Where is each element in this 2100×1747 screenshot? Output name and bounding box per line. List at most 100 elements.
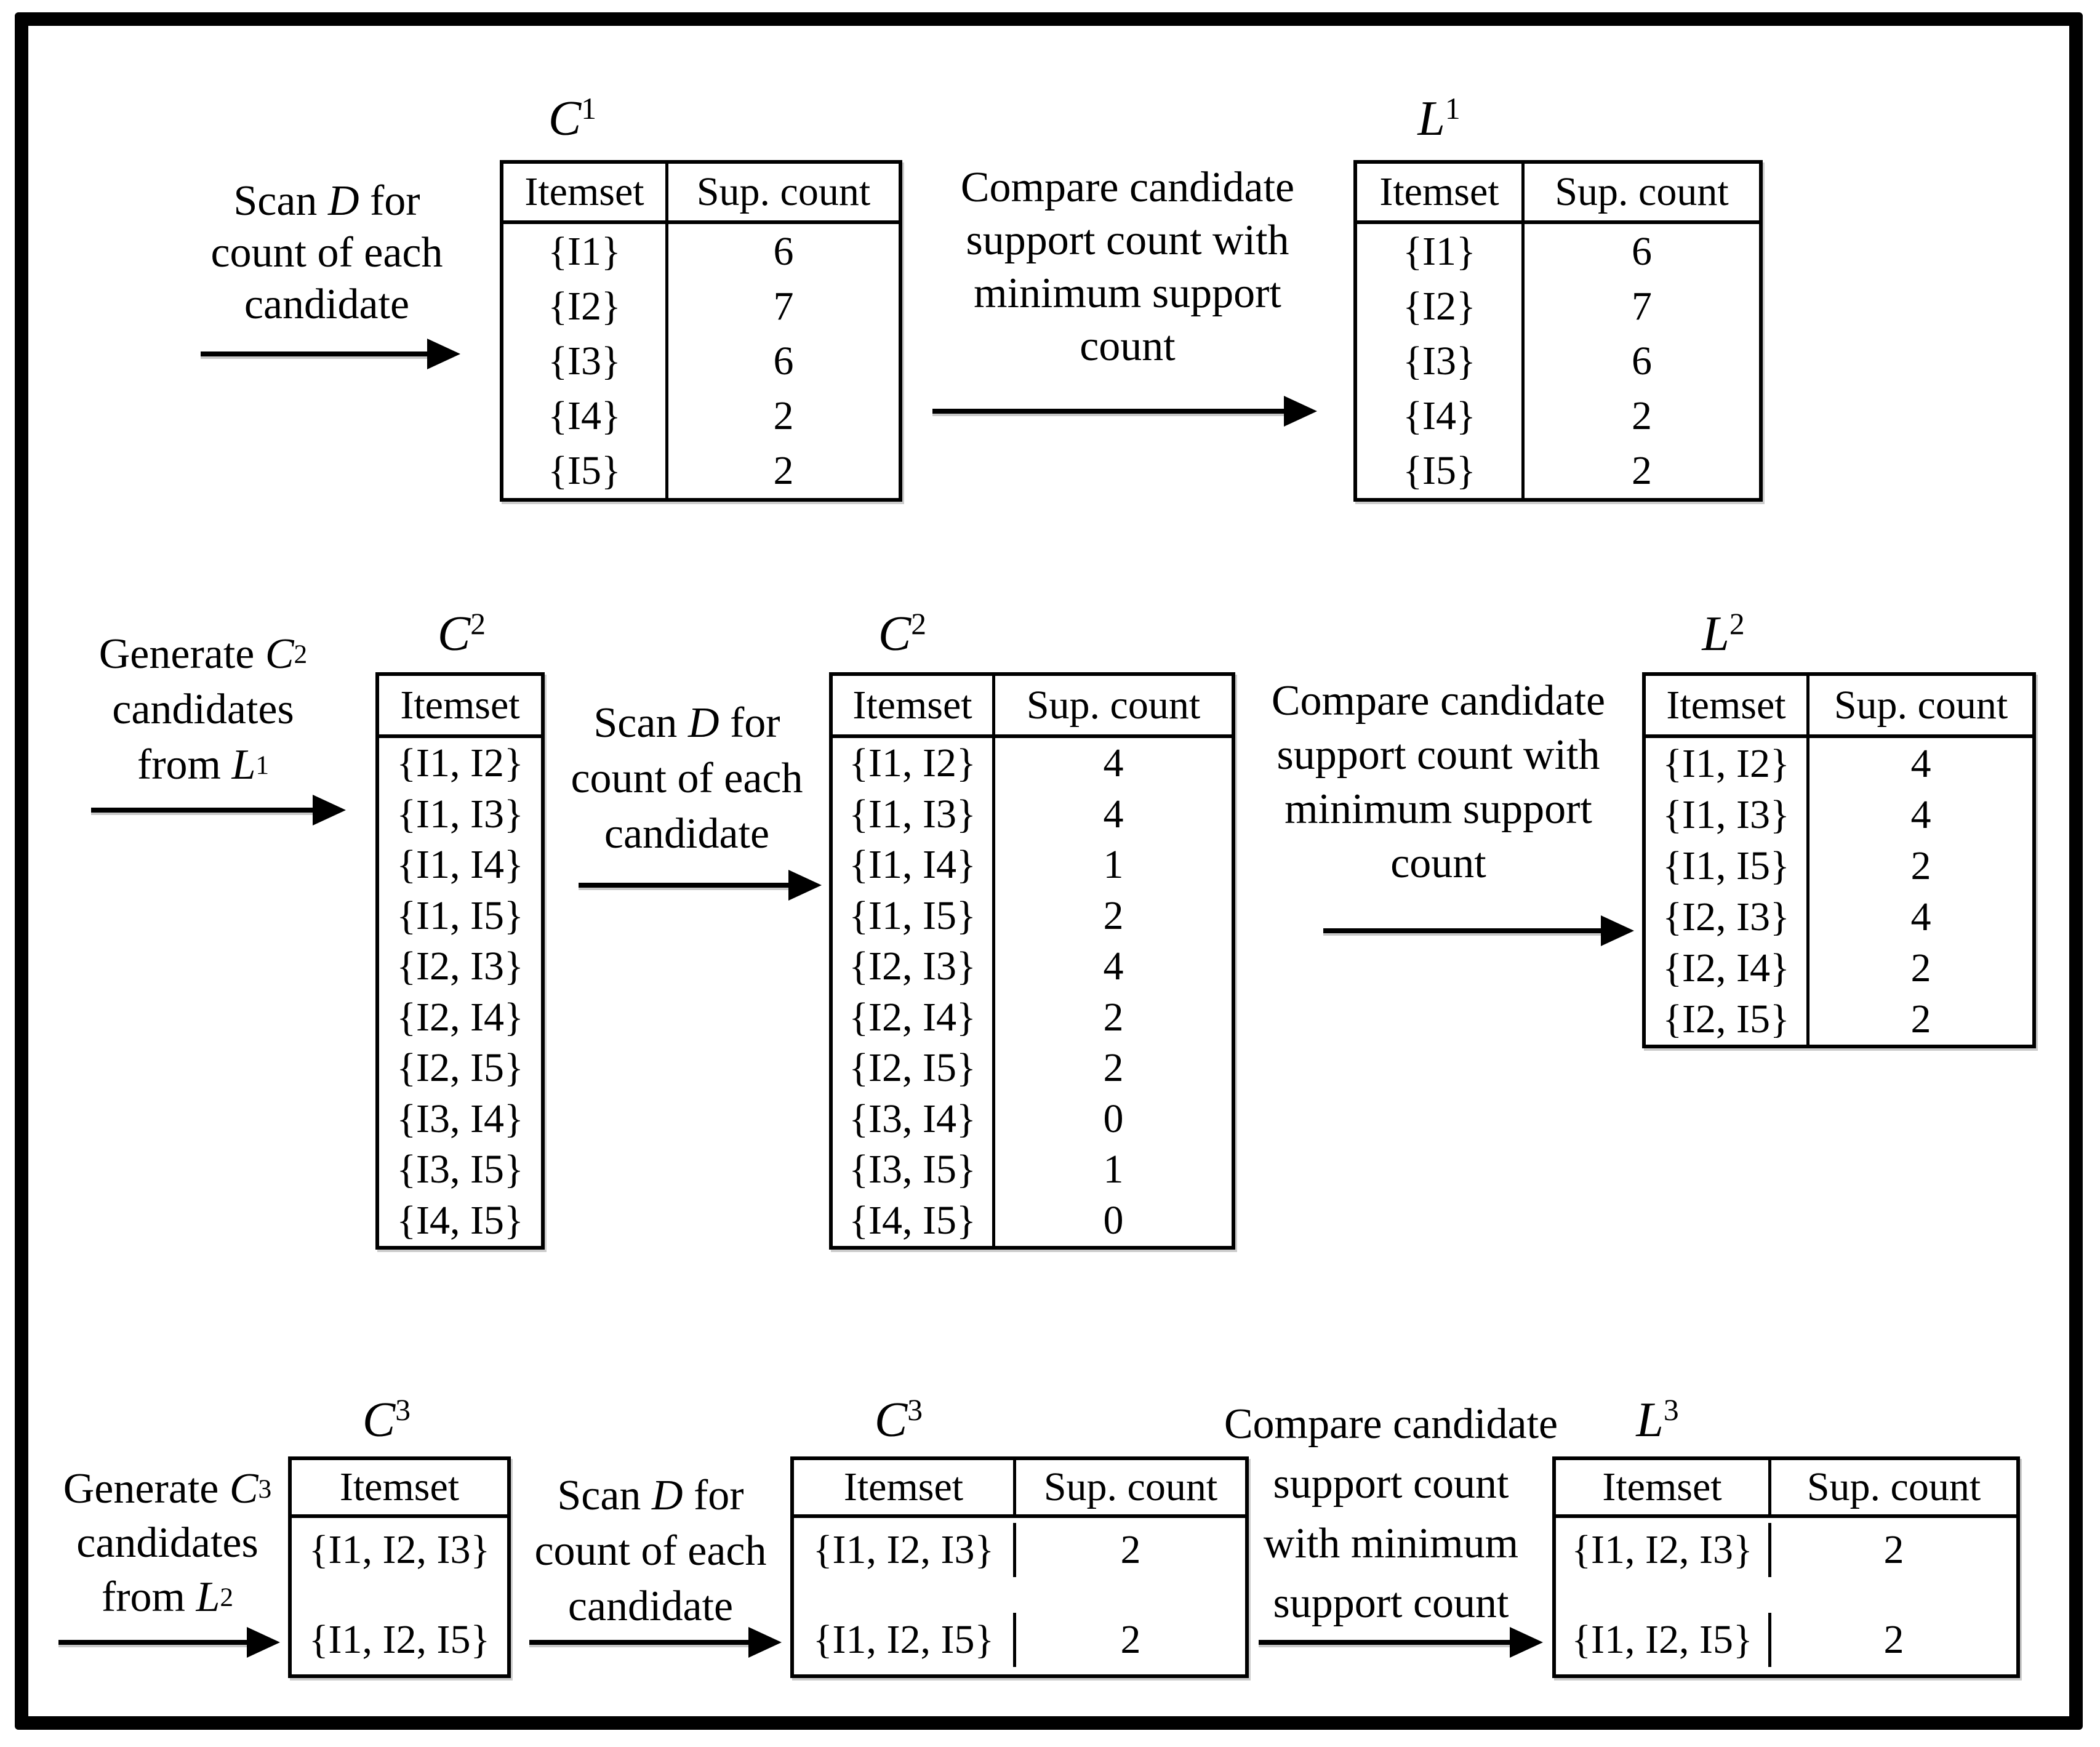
text-segment: 3 [1663, 1393, 1679, 1427]
itemset-cell: {I2, I4} [833, 992, 995, 1043]
text-segment: C [265, 630, 294, 678]
table-row: {I4, I5}0 [833, 1195, 1232, 1246]
table-row: {I3, I4} [379, 1094, 541, 1145]
table-row: {I3}6 [1357, 334, 1759, 388]
text-line: support count with [918, 214, 1337, 267]
text-line: candidate [503, 1579, 798, 1634]
itemset-cell: {I1, I2, I5} [794, 1613, 1016, 1667]
text-line: count of each [118, 227, 536, 279]
text-segment: for [719, 699, 780, 747]
column-header: Sup. count [1555, 169, 1729, 214]
text-segment: for [683, 1472, 744, 1519]
text-line: minimum support [1235, 782, 1641, 837]
table-row: {I1, I2, I3}2 [794, 1523, 1245, 1577]
itemset-cell: {I1, I2, I5} [1556, 1613, 1771, 1667]
sup-count-cell: 6 [1632, 338, 1652, 384]
itemset-cell: {I3, I4} [833, 1093, 995, 1144]
text-segment: 3 [258, 1474, 272, 1504]
sup-count-cell: 6 [1632, 228, 1652, 274]
text-line: Scan D for [545, 696, 828, 751]
text-segment: C [874, 1393, 908, 1447]
sup-count-cell: 2 [1883, 1527, 1904, 1572]
sup-count-cell: 4 [1910, 741, 1931, 786]
itemset-cell: {I1} [1357, 224, 1525, 279]
text-segment: for [359, 177, 420, 225]
text-line: minimum support [918, 267, 1337, 320]
sup-count-cell: 7 [773, 283, 794, 329]
itemset-cell: {I1, I5} [833, 890, 995, 941]
sup-count-cell: 2 [1632, 393, 1652, 438]
arrow-head-icon [247, 1627, 280, 1658]
table-row: {I2, I4}2 [833, 992, 1232, 1043]
text-segment: candidate [604, 810, 770, 857]
table-row: {I1, I2, I5}2 [794, 1613, 1245, 1667]
text-segment: support count [1273, 1460, 1509, 1508]
table-row: {I4}2 [1357, 388, 1759, 443]
table-c2-candidates: Itemset{I1, I2}{I1, I3}{I1, I4}{I1, I5}{… [375, 672, 545, 1250]
text-line: candidates [7, 1516, 327, 1570]
sup-count-cell: 4 [1910, 894, 1931, 939]
text-line: count [1235, 837, 1641, 891]
sup-count-cell: 2 [773, 393, 794, 438]
itemset-cell: {I1, I2} [1646, 738, 1809, 789]
text-segment: L [231, 741, 256, 789]
column-header: Itemset [1556, 1460, 1771, 1514]
text-segment: D [651, 1472, 683, 1519]
text-segment: D [327, 177, 359, 225]
arrow-head-icon [788, 870, 822, 901]
table-row: {I1, I4} [379, 840, 541, 891]
itemset-cell: {I4, I5} [833, 1195, 995, 1246]
sup-count-cell: 1 [1103, 842, 1124, 888]
itemset-cell: {I3} [503, 334, 668, 388]
text-segment: count of each [534, 1527, 767, 1575]
table-header-row: Itemset [379, 676, 541, 738]
text-segment: support count [1273, 1579, 1509, 1627]
text-segment: support count with [966, 217, 1289, 264]
table-row: {I3, I4} 0 [833, 1093, 1232, 1144]
table-row: {I1, I2, I3}2 [1556, 1523, 2016, 1577]
text-line: candidate [118, 279, 536, 331]
arrow-shaft [1323, 928, 1606, 933]
table-row: {I1, I5}2 [1646, 840, 2032, 891]
itemset-cell: {I3, I4} [396, 1096, 524, 1141]
text-segment: count of each [210, 229, 443, 276]
text-segment: 2 [1729, 607, 1745, 641]
text-line: candidate [545, 806, 828, 862]
table-body: {I1, I2, I3}2 {I1, I2, I5} 2 [1556, 1518, 2016, 1674]
text-segment: 1 [255, 750, 270, 780]
itemset-cell: {I2} [1357, 279, 1525, 334]
table-row: {I4, I5} [379, 1195, 541, 1247]
itemset-cell: {I2, I5} [1646, 994, 1809, 1045]
itemset-cell: {I1, I3} [396, 791, 524, 837]
itemset-cell: {I1, I4} [396, 842, 524, 888]
text-segment: Generate [63, 1465, 230, 1512]
itemset-cell: {I5} [1357, 443, 1525, 498]
text-segment: Scan [557, 1472, 652, 1519]
arrow-head-icon [748, 1627, 782, 1658]
text-segment: C [878, 607, 912, 661]
sup-count-cell: 6 [773, 338, 794, 384]
itemset-cell: {I4} [503, 388, 668, 443]
table-header-row: Itemset [292, 1460, 507, 1518]
column-header: Sup. count [1043, 1464, 1218, 1509]
text-segment: Compare candidate [960, 164, 1295, 211]
text-segment: L [1636, 1393, 1664, 1447]
table-row: {I1, I3}4 [833, 789, 1232, 840]
sup-count-cell: 0 [1103, 1096, 1124, 1141]
table-body: {I1}6{I2}7{I3}6{I4}2{I5}2 [503, 224, 899, 498]
text-segment: 1 [581, 92, 597, 126]
itemset-cell: {I2, I4} [1646, 942, 1809, 994]
